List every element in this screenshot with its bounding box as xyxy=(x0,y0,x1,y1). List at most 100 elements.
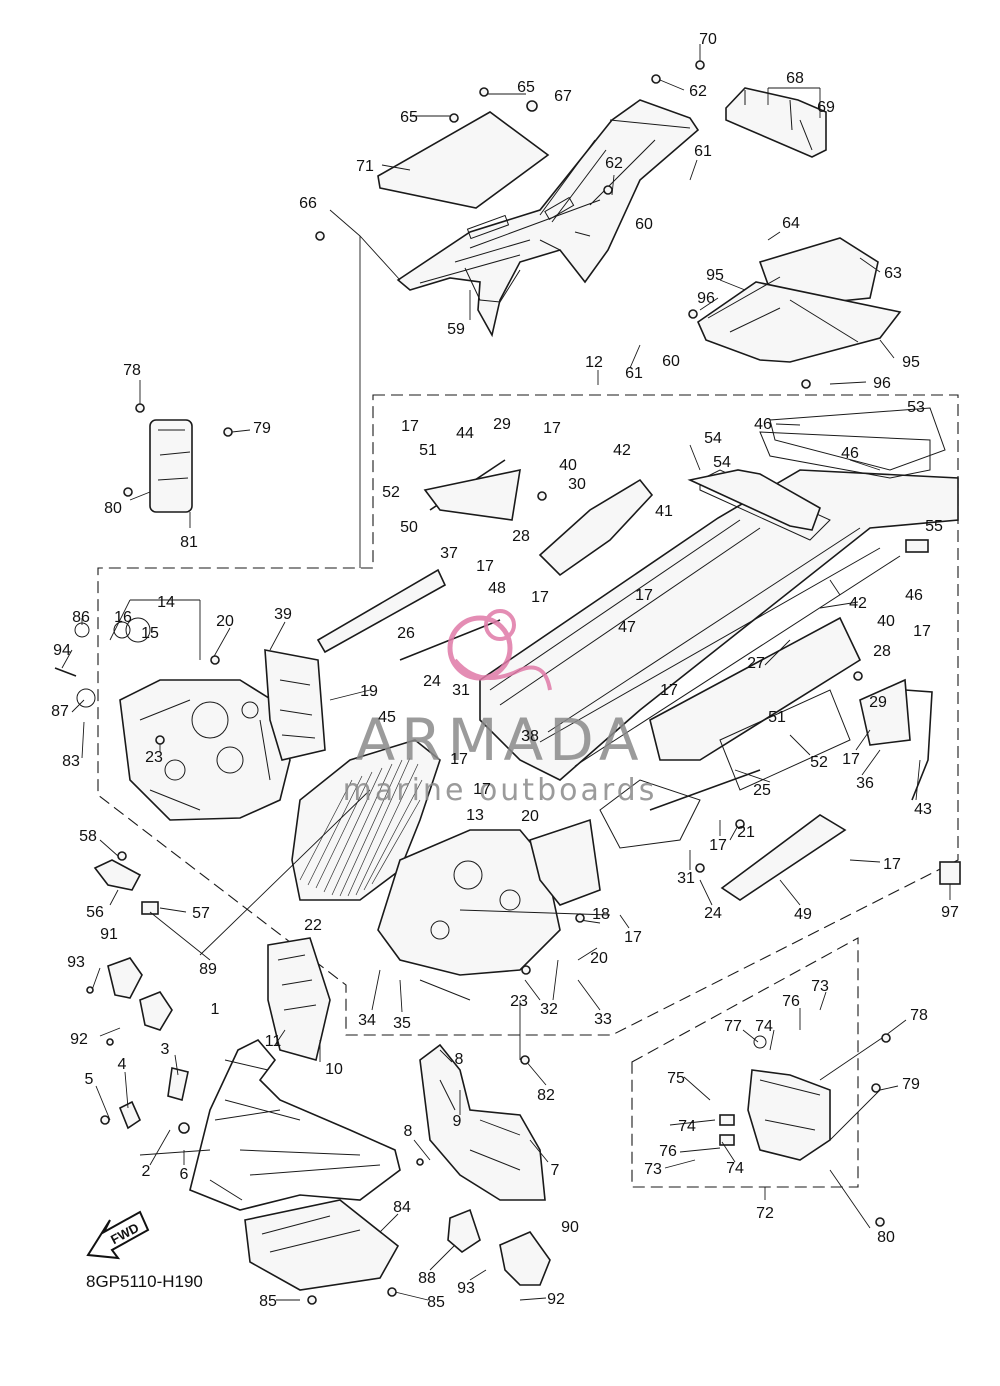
callout-7: 7 xyxy=(551,1162,560,1179)
callout-20: 20 xyxy=(590,950,608,967)
callout-16: 16 xyxy=(114,609,132,626)
callout-74: 74 xyxy=(755,1018,773,1035)
callout-23: 23 xyxy=(145,749,163,766)
left-small-parts xyxy=(54,419,193,1130)
callout-95: 95 xyxy=(706,267,724,284)
callout-10: 10 xyxy=(325,1061,343,1078)
callout-84: 84 xyxy=(393,1199,411,1216)
leader-lines xyxy=(61,44,951,1301)
callout-17: 17 xyxy=(401,418,419,435)
plate-95 xyxy=(696,281,902,363)
callout-9: 9 xyxy=(453,1113,462,1130)
callout-28: 28 xyxy=(873,643,891,660)
bracket-19 xyxy=(264,649,326,761)
callout-74: 74 xyxy=(678,1118,696,1135)
callout-3: 3 xyxy=(161,1041,170,1058)
front-bulkhead xyxy=(119,649,326,821)
callout-36: 36 xyxy=(856,775,874,792)
callout-76: 76 xyxy=(782,993,800,1010)
callout-86: 86 xyxy=(72,609,90,626)
bracket-56 xyxy=(93,859,142,891)
front-frame xyxy=(189,937,401,1291)
callout-79: 79 xyxy=(253,420,271,437)
callout-41: 41 xyxy=(655,503,673,520)
callout-31: 31 xyxy=(452,682,470,699)
callout-65: 65 xyxy=(400,109,418,126)
callout-54: 54 xyxy=(713,454,731,471)
callout-11: 11 xyxy=(265,1033,282,1050)
clip-57 xyxy=(141,901,159,915)
fwd-arrow-icon: FWD xyxy=(86,1210,150,1260)
center-bracket xyxy=(419,1043,551,1286)
strap-25 xyxy=(649,769,761,811)
callout-80: 80 xyxy=(877,1229,895,1246)
callout-70: 70 xyxy=(699,31,717,48)
callout-4: 4 xyxy=(118,1056,127,1073)
plate-37 xyxy=(423,468,521,521)
callout-92: 92 xyxy=(70,1031,88,1048)
callout-54: 54 xyxy=(704,430,722,447)
callout-20: 20 xyxy=(521,808,539,825)
callout-65: 65 xyxy=(517,79,535,96)
callout-13: 13 xyxy=(466,807,484,824)
callout-30: 30 xyxy=(568,476,586,493)
strap-43 xyxy=(904,689,933,801)
rear-bracket-group-boundary xyxy=(631,937,859,1188)
callout-81: 81 xyxy=(180,534,198,551)
callout-88: 88 xyxy=(418,1270,436,1287)
straps xyxy=(316,459,961,901)
callout-48: 48 xyxy=(488,580,506,597)
callout-93: 93 xyxy=(457,1280,475,1297)
callout-64: 64 xyxy=(782,215,800,232)
callout-85: 85 xyxy=(427,1294,445,1311)
callout-17: 17 xyxy=(531,589,549,606)
callout-17: 17 xyxy=(709,837,727,854)
rear-subframe xyxy=(396,99,700,338)
callout-17: 17 xyxy=(473,781,491,798)
frame-assembly-boundary xyxy=(97,394,959,1036)
callout-22: 22 xyxy=(304,917,322,934)
clip-3 xyxy=(167,1067,189,1102)
callout-83: 83 xyxy=(62,753,80,770)
callout-46: 46 xyxy=(905,587,923,604)
callout-39: 39 xyxy=(274,606,292,623)
callout-21: 21 xyxy=(737,824,755,841)
callout-67: 67 xyxy=(554,88,572,105)
callout-61: 61 xyxy=(625,365,643,382)
watermark-brand: ARMADA xyxy=(355,706,644,774)
callout-89: 89 xyxy=(199,961,217,978)
callout-8: 8 xyxy=(404,1123,413,1140)
callout-45: 45 xyxy=(378,709,396,726)
callout-5: 5 xyxy=(85,1071,94,1088)
callout-73: 73 xyxy=(644,1161,662,1178)
callout-24: 24 xyxy=(704,905,722,922)
callout-17: 17 xyxy=(450,751,468,768)
callout-33: 33 xyxy=(594,1011,612,1028)
callout-18: 18 xyxy=(592,906,610,923)
clamp-4 xyxy=(118,1100,142,1130)
callout-78: 78 xyxy=(123,362,141,379)
callout-80: 80 xyxy=(104,500,122,517)
callout-31: 31 xyxy=(677,870,695,887)
callout-1: 1 xyxy=(211,1001,220,1018)
callout-12: 12 xyxy=(585,354,603,371)
callout-58: 58 xyxy=(79,828,97,845)
callout-17: 17 xyxy=(624,929,642,946)
group-boundaries xyxy=(97,394,959,1188)
panel-71 xyxy=(377,111,550,209)
callout-62: 62 xyxy=(605,155,623,172)
callout-85: 85 xyxy=(259,1293,277,1310)
gasket-89 xyxy=(139,991,173,1031)
callout-47: 47 xyxy=(618,619,636,636)
callout-14: 14 xyxy=(157,594,175,611)
callout-20: 20 xyxy=(216,613,234,630)
callout-90: 90 xyxy=(561,1219,579,1236)
gasket-88 xyxy=(447,1208,481,1254)
callout-40: 40 xyxy=(877,613,895,630)
plate-27 xyxy=(719,689,851,791)
bracket-68 xyxy=(725,87,827,158)
callout-62: 62 xyxy=(689,83,707,100)
callout-43: 43 xyxy=(914,801,932,818)
